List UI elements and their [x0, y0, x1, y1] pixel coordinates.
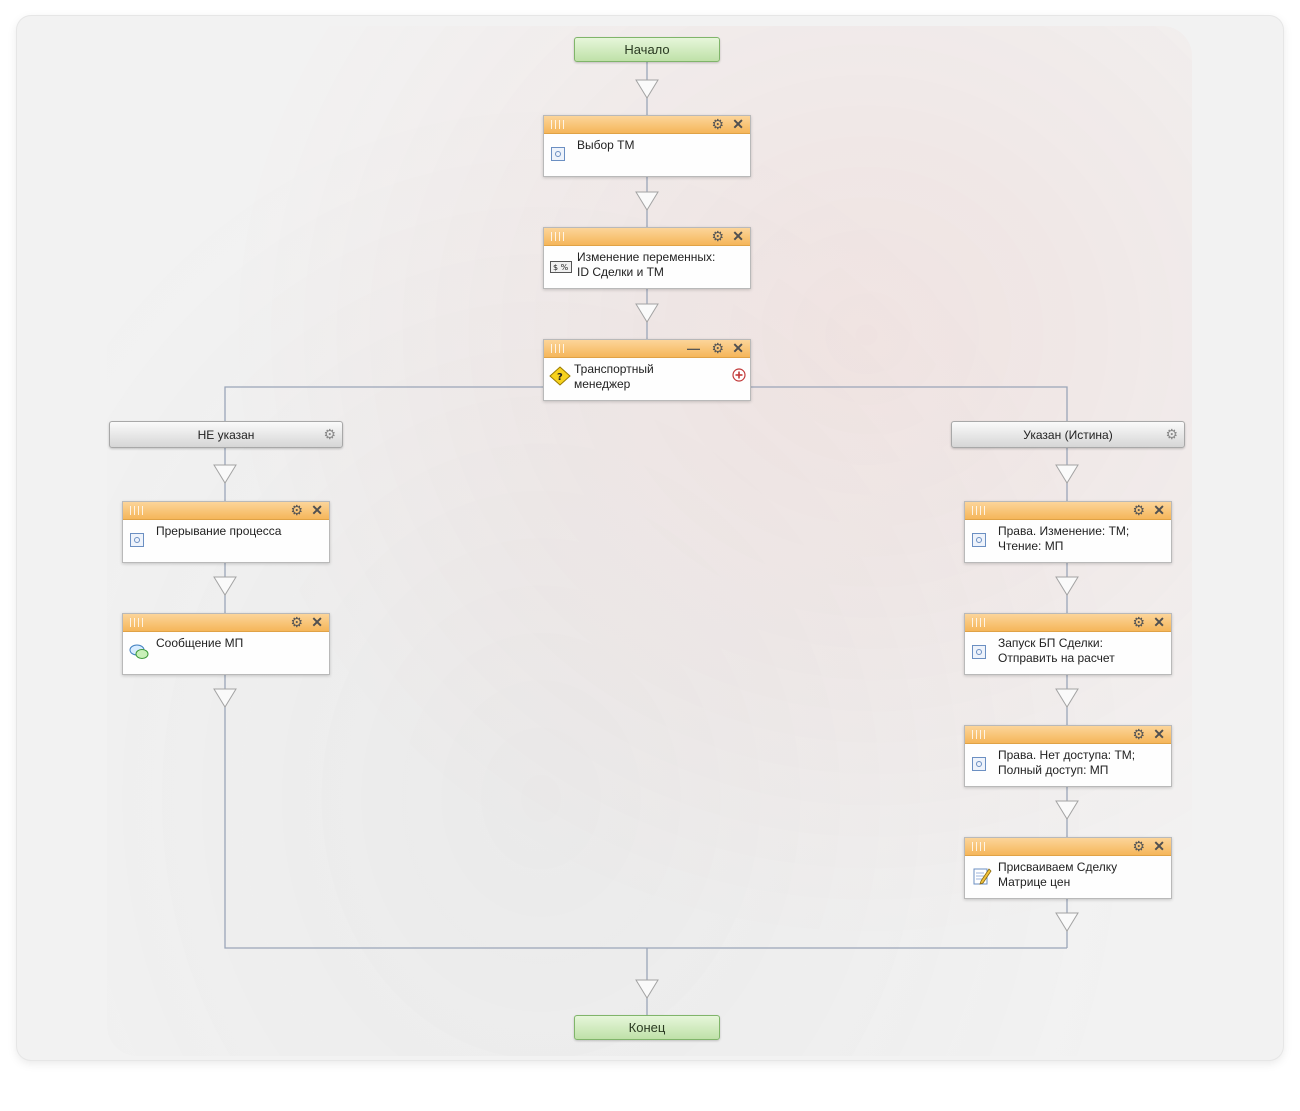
drag-handle-icon[interactable] [972, 618, 986, 627]
activity-header[interactable]: ⚙ ✕ [544, 228, 750, 246]
activity-header[interactable]: — ⚙ ✕ [544, 340, 750, 358]
flow-arrow [635, 979, 659, 999]
drag-handle-icon[interactable] [551, 344, 565, 353]
close-icon[interactable]: ✕ [732, 116, 744, 132]
close-icon[interactable]: ✕ [732, 228, 744, 244]
gear-icon[interactable]: ⚙ [1165, 426, 1178, 442]
branch-label: Указан (Истина) [1023, 428, 1113, 442]
activity-vybor-tm[interactable]: ⚙ ✕ Выбор ТМ [543, 115, 751, 177]
variables-icon: $ % [550, 261, 572, 273]
drag-handle-icon[interactable] [551, 232, 565, 241]
close-icon[interactable]: ✕ [1153, 726, 1165, 742]
flow-arrow [635, 303, 659, 323]
branch-label: НЕ указан [197, 428, 255, 442]
drag-handle-icon[interactable] [972, 730, 986, 739]
svg-text:?: ? [557, 372, 563, 383]
close-icon[interactable]: ✕ [311, 502, 323, 518]
activity-icon [130, 533, 144, 547]
close-icon[interactable]: ✕ [311, 614, 323, 630]
activity-header[interactable]: ⚙ ✕ [965, 502, 1171, 520]
activity-transportnyi-menedzher[interactable]: — ⚙ ✕ ? Транспортный менеджер [543, 339, 751, 401]
activity-prava-izmenenie[interactable]: ⚙ ✕ Права. Изменение: ТМ; Чтение: МП [964, 501, 1172, 563]
gear-icon[interactable]: ⚙ [290, 502, 303, 518]
svg-text:$ %: $ % [553, 263, 569, 272]
gear-icon[interactable]: ⚙ [711, 340, 724, 356]
flow-arrow [1055, 912, 1079, 932]
activity-header[interactable]: ⚙ ✕ [965, 614, 1171, 632]
gear-icon[interactable]: ⚙ [290, 614, 303, 630]
drag-handle-icon[interactable] [130, 618, 144, 627]
drag-handle-icon[interactable] [972, 506, 986, 515]
close-icon[interactable]: ✕ [1153, 838, 1165, 854]
activity-icon [972, 645, 986, 659]
edit-document-icon [973, 868, 992, 885]
flow-arrow [1055, 800, 1079, 820]
condition-icon: ? [549, 366, 571, 386]
activity-icon [972, 757, 986, 771]
flow-arrow [213, 576, 237, 596]
activity-label: Права. Изменение: ТМ; Чтение: МП [998, 524, 1130, 553]
close-icon[interactable]: ✕ [1153, 502, 1165, 518]
activity-label: Прерывание процесса [156, 524, 282, 538]
activity-label: Изменение переменных: ID Сделки и ТМ [577, 250, 716, 279]
flow-arrow [635, 79, 659, 99]
gear-icon[interactable]: ⚙ [1132, 614, 1145, 630]
gear-icon[interactable]: ⚙ [1132, 502, 1145, 518]
activity-label: Запуск БП Сделки: Отправить на расчет [998, 636, 1115, 665]
activity-zapusk-bp-sdelki[interactable]: ⚙ ✕ Запуск БП Сделки: Отправить на расче… [964, 613, 1172, 675]
activity-header[interactable]: ⚙ ✕ [965, 726, 1171, 744]
gear-icon[interactable]: ⚙ [711, 228, 724, 244]
flow-arrow [213, 464, 237, 484]
activity-izmenenie-peremennyh[interactable]: ⚙ ✕ $ % Изменение переменных: ID Сделки … [543, 227, 751, 289]
activity-soobshchenie-mp[interactable]: ⚙ ✕ Сообщение МП [122, 613, 330, 675]
activity-label: Сообщение МП [156, 636, 244, 650]
activity-header[interactable]: ⚙ ✕ [123, 502, 329, 520]
gear-icon[interactable]: ⚙ [711, 116, 724, 132]
flow-arrow [1055, 688, 1079, 708]
activity-icon [551, 147, 565, 161]
activity-header[interactable]: ⚙ ✕ [123, 614, 329, 632]
end-node[interactable]: Конец [574, 1015, 720, 1040]
activity-label: Транспортный менеджер [574, 362, 654, 391]
activity-prisvaivaem-sdelku[interactable]: ⚙ ✕ Присваиваем Сделку Матрице цен [964, 837, 1172, 899]
gear-icon[interactable]: ⚙ [1132, 726, 1145, 742]
message-icon [129, 644, 149, 659]
start-node[interactable]: Начало [574, 37, 720, 62]
activity-preryvanie-processa[interactable]: ⚙ ✕ Прерывание процесса [122, 501, 330, 563]
activity-header[interactable]: ⚙ ✕ [544, 116, 750, 134]
drag-handle-icon[interactable] [972, 842, 986, 851]
gear-icon[interactable]: ⚙ [1132, 838, 1145, 854]
flow-arrow [1055, 464, 1079, 484]
flow-arrow [213, 688, 237, 708]
activity-label: Присваиваем Сделку Матрице цен [998, 860, 1118, 889]
flow-arrow [1055, 576, 1079, 596]
close-icon[interactable]: ✕ [732, 340, 744, 356]
collapse-icon[interactable]: — [687, 341, 700, 356]
branch-ukazan-istina[interactable]: Указан (Истина) ⚙ [951, 421, 1185, 448]
flow-arrow [635, 191, 659, 211]
activity-prava-net-dostupa[interactable]: ⚙ ✕ Права. Нет доступа: ТМ; Полный досту… [964, 725, 1172, 787]
close-icon[interactable]: ✕ [1153, 614, 1165, 630]
activity-header[interactable]: ⚙ ✕ [965, 838, 1171, 856]
gear-icon[interactable]: ⚙ [323, 426, 336, 442]
drag-handle-icon[interactable] [130, 506, 144, 515]
activity-label: Выбор ТМ [577, 138, 635, 152]
activity-icon [972, 533, 986, 547]
activity-label: Права. Нет доступа: ТМ; Полный доступ: М… [998, 748, 1136, 777]
drag-handle-icon[interactable] [551, 120, 565, 129]
branch-ne-ukazan[interactable]: НЕ указан ⚙ [109, 421, 343, 448]
add-branch-icon[interactable] [732, 368, 746, 382]
